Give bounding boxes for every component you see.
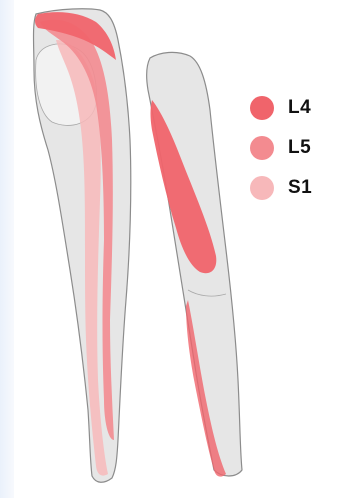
legend-label-l4: L4 bbox=[288, 97, 311, 119]
legend-item-s1: S1 bbox=[250, 174, 330, 202]
legend-item-l5: L5 bbox=[250, 134, 330, 162]
legend-label-l5: L5 bbox=[288, 137, 311, 159]
l4-swatch bbox=[250, 96, 274, 120]
dermatome-legend: L4 L5 S1 bbox=[250, 94, 330, 214]
legend-label-s1: S1 bbox=[288, 177, 312, 199]
legend-item-l4: L4 bbox=[250, 94, 330, 122]
l5-swatch bbox=[250, 136, 274, 160]
s1-swatch bbox=[250, 176, 274, 200]
